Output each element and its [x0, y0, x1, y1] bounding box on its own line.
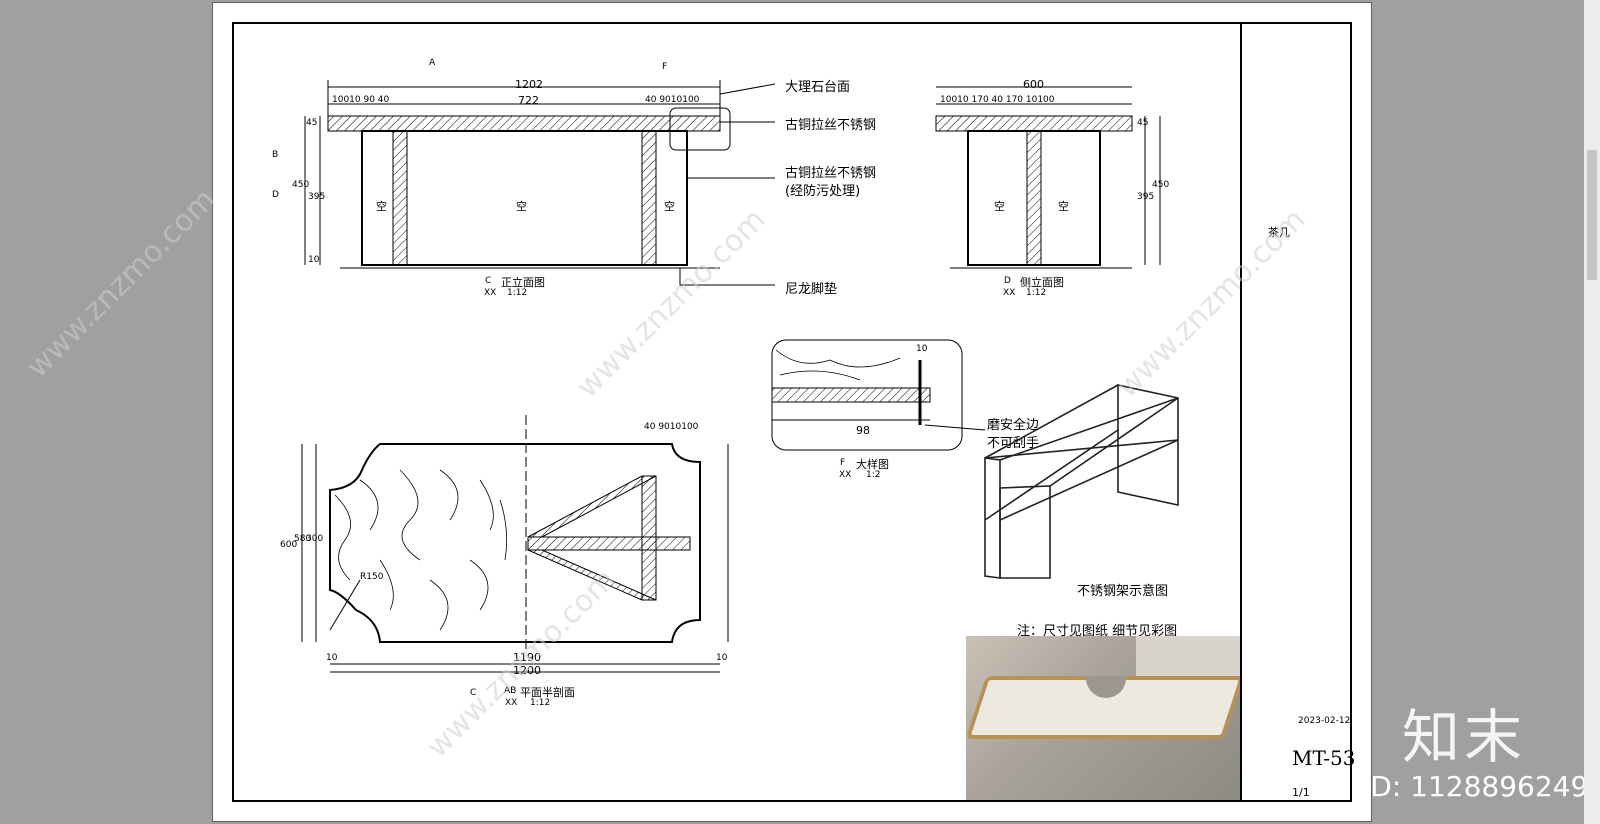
dim-front-right: 40 9010100	[645, 95, 700, 105]
dim-detail-10: 10	[916, 344, 928, 354]
label-safe-edge-2: 不可刮手	[987, 436, 1040, 451]
label-nylon-pad: 尼龙脚垫	[785, 282, 838, 297]
watermark-logo: 知末	[1402, 703, 1527, 771]
marker-c: C	[470, 688, 477, 698]
dim-front-mid: 722	[518, 94, 539, 107]
dim-h450: 450	[292, 180, 310, 190]
title-code: MT-53	[1292, 746, 1356, 770]
detail-view-sub: XX	[839, 470, 852, 480]
side-elevation	[935, 86, 1161, 269]
label-safe-edge-1: 磨安全边	[987, 418, 1040, 433]
dim-plan-r150: R150	[360, 572, 384, 582]
plan-view	[301, 415, 729, 673]
front-leg-left	[392, 130, 408, 266]
label-frame-diagram: 不锈钢架示意图	[1077, 584, 1169, 599]
marker-d: D	[272, 190, 279, 200]
front-marble-top	[327, 115, 721, 132]
frame-isometric	[984, 384, 1179, 579]
front-view-name: 正立面图	[501, 276, 545, 289]
marker-f: F	[662, 62, 668, 72]
dim-detail-98: 98	[856, 424, 870, 437]
dim-front-total: 1202	[515, 78, 543, 91]
front-empty-1: 空	[376, 200, 387, 213]
side-view-name: 侧立面图	[1020, 276, 1064, 289]
dim-plan-10-left: 10	[326, 653, 338, 663]
watermark-id: ID: 1128896249	[1362, 770, 1589, 803]
side-empty-2: 空	[1058, 200, 1069, 213]
side-view-mark: D	[1004, 276, 1011, 286]
title-name: 茶几	[1268, 226, 1290, 239]
dim-side-h450: 450	[1152, 180, 1170, 190]
label-note: 注：尺寸见图纸 细节见彩图	[1017, 624, 1178, 639]
front-leg-right	[641, 130, 657, 266]
plan-view-mark: AB	[504, 686, 517, 696]
vertical-scrollbar[interactable]	[1584, 0, 1600, 824]
dim-plan-580: 580	[294, 534, 312, 544]
dim-plan-600: 600	[280, 540, 298, 550]
detail-view-name: 大样图	[856, 458, 889, 471]
dim-h45: 45	[306, 118, 318, 128]
dim-plan-300: 300	[306, 534, 324, 544]
front-empty-2: 空	[516, 200, 527, 213]
plan-view-sub: XX	[505, 698, 518, 708]
front-elevation	[304, 80, 776, 286]
scrollbar-thumb[interactable]	[1587, 150, 1597, 280]
plan-view-scale: 1:12	[530, 698, 551, 708]
side-view-sub: XX	[1003, 288, 1016, 298]
dim-front-row: 10010 90 40	[332, 95, 390, 105]
dim-plan-right-top: 40 9010100	[644, 422, 699, 432]
side-empty-1: 空	[994, 200, 1005, 213]
front-view-mark: C	[485, 276, 492, 286]
dim-plan-1190: 1190	[513, 651, 541, 664]
label-anti-stain: (经防污处理)	[785, 184, 861, 199]
front-view-sub: XX	[484, 288, 497, 298]
dim-side-total: 600	[1023, 78, 1044, 91]
label-bronze-steel-2: 古铜拉丝不锈钢	[785, 166, 877, 181]
dim-side-row: 10010 170 40 170 10100	[940, 95, 1055, 105]
label-marble-top: 大理石台面	[785, 80, 851, 95]
drawing-border	[232, 22, 1352, 802]
marker-a: A	[429, 58, 436, 68]
label-bronze-steel-1: 古铜拉丝不锈钢	[785, 118, 877, 133]
front-view-scale: 1:12	[507, 288, 528, 298]
side-view-scale: 1:12	[1026, 288, 1047, 298]
title-page: 1/1	[1292, 786, 1310, 799]
detail-view	[771, 339, 986, 451]
dim-plan-1200: 1200	[513, 664, 541, 677]
dim-h10: 10	[308, 255, 320, 265]
dim-plan-10-right: 10	[716, 653, 728, 663]
marker-b: B	[272, 150, 279, 160]
dim-h395: 395	[308, 192, 326, 202]
dim-side-h45: 45	[1137, 118, 1149, 128]
title-block-divider	[1240, 22, 1242, 802]
detail-view-scale: 1:2	[866, 470, 881, 480]
front-empty-3: 空	[664, 200, 675, 213]
product-photo	[966, 636, 1240, 800]
title-date: 2023-02-12	[1298, 716, 1351, 726]
detail-view-mark: F	[840, 458, 846, 468]
dim-side-h395: 395	[1137, 192, 1155, 202]
front-frame	[361, 130, 688, 266]
plan-view-name: 平面半剖面	[520, 686, 575, 699]
